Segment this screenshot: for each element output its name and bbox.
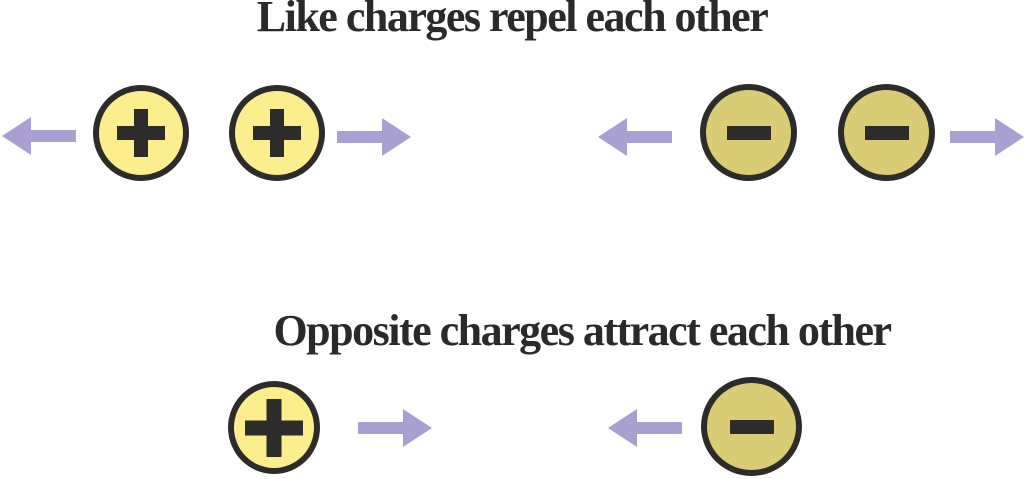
positive-charge-1 [93,85,189,181]
plus-icon [253,109,301,157]
repel-negative-arrow-right-icon [950,118,1024,156]
negative-charge-2 [838,84,935,181]
positive-charge-2 [229,85,325,181]
attract-section-title: Opposite charges attract each other [273,306,892,355]
minus-icon [864,125,909,140]
arrowhead [403,409,432,447]
repel-positive-arrow-left-icon [2,117,76,155]
attract-positive-charge [228,381,320,474]
attract-arrow-right-icon [358,409,432,447]
arrow-shaft [358,422,403,434]
plus-icon [245,398,303,457]
minus-icon [726,125,771,140]
arrowhead [608,409,637,447]
plus-icon [117,109,165,157]
arrow-shaft [950,131,995,143]
negative-charge-1 [700,84,797,181]
arrow-shaft [627,131,672,143]
arrow-shaft [337,131,382,143]
attract-arrow-left-icon [608,409,682,447]
arrowhead [382,118,411,156]
minus-icon [729,419,774,434]
arrow-shaft [31,130,76,142]
arrowhead [598,118,627,156]
repel-negative-arrow-left-icon [598,118,672,156]
arrowhead [995,118,1024,156]
repel-positive-arrow-right-icon [337,118,411,156]
arrow-shaft [637,422,682,434]
arrowhead [2,117,31,155]
attract-negative-charge [701,377,802,476]
repel-section-title: Like charges repel each other [256,0,769,41]
